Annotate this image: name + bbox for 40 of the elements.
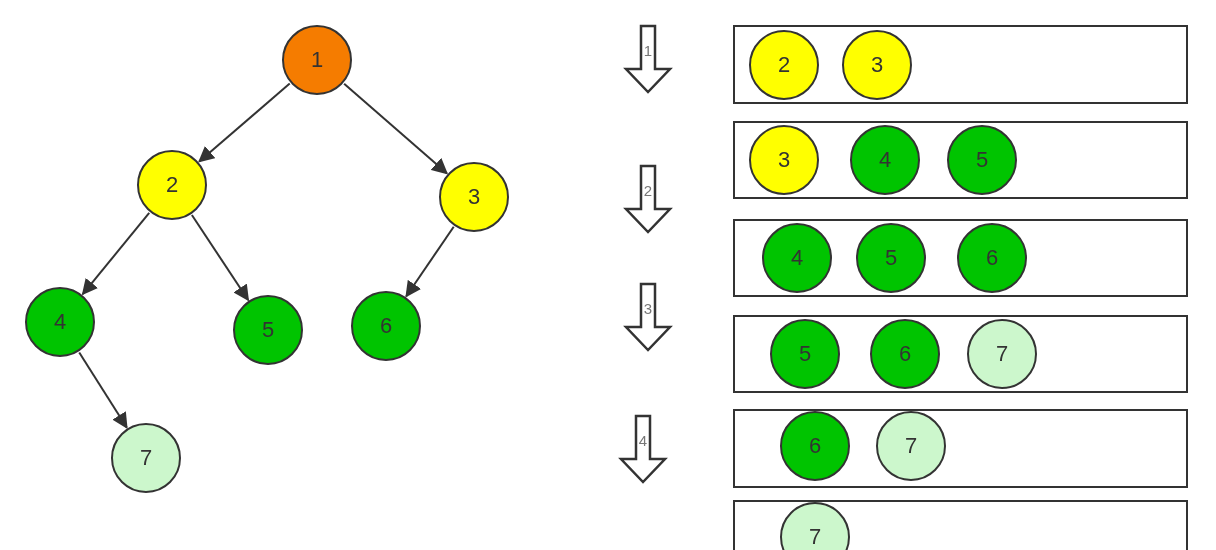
arrow: [190, 214, 250, 302]
tree-node-circle: [25, 287, 95, 357]
node-number: 5: [261, 319, 275, 341]
node-number: 6: [985, 247, 999, 269]
arrow: [405, 225, 455, 298]
node-number: 3: [870, 54, 884, 76]
step-number: 4: [637, 433, 649, 448]
step-number: 2: [642, 183, 654, 198]
node-number: 7: [139, 447, 153, 469]
node-number: 1: [310, 49, 324, 71]
queue-box: [733, 219, 1188, 297]
node-number: 6: [808, 435, 822, 457]
arrow: [343, 82, 449, 175]
step-number: 1: [642, 43, 654, 58]
node-number: 5: [884, 247, 898, 269]
node-number: 2: [777, 54, 791, 76]
node-number: 2: [165, 174, 179, 196]
node-number: 6: [898, 343, 912, 365]
node-number: 4: [790, 247, 804, 269]
queue-box: [733, 409, 1188, 488]
node-number: 5: [975, 149, 989, 171]
queue-box: [733, 500, 1188, 550]
step-number: 3: [642, 301, 654, 316]
arrow: [81, 211, 151, 296]
node-number: 5: [798, 343, 812, 365]
queue-box: [733, 315, 1188, 393]
node-number: 7: [995, 343, 1009, 365]
tree-node-circle: [137, 150, 207, 220]
node-number: 4: [878, 149, 892, 171]
node-number: 3: [777, 149, 791, 171]
node-number: 3: [467, 186, 481, 208]
tree-node-circle: [439, 162, 509, 232]
arrow: [78, 351, 128, 429]
arrow: [198, 82, 291, 163]
queue-box: [733, 25, 1188, 104]
node-number: 7: [808, 526, 822, 548]
node-number: 6: [379, 315, 393, 337]
queue-box: [733, 121, 1188, 199]
node-number: 7: [904, 435, 918, 457]
node-number: 4: [53, 311, 67, 333]
